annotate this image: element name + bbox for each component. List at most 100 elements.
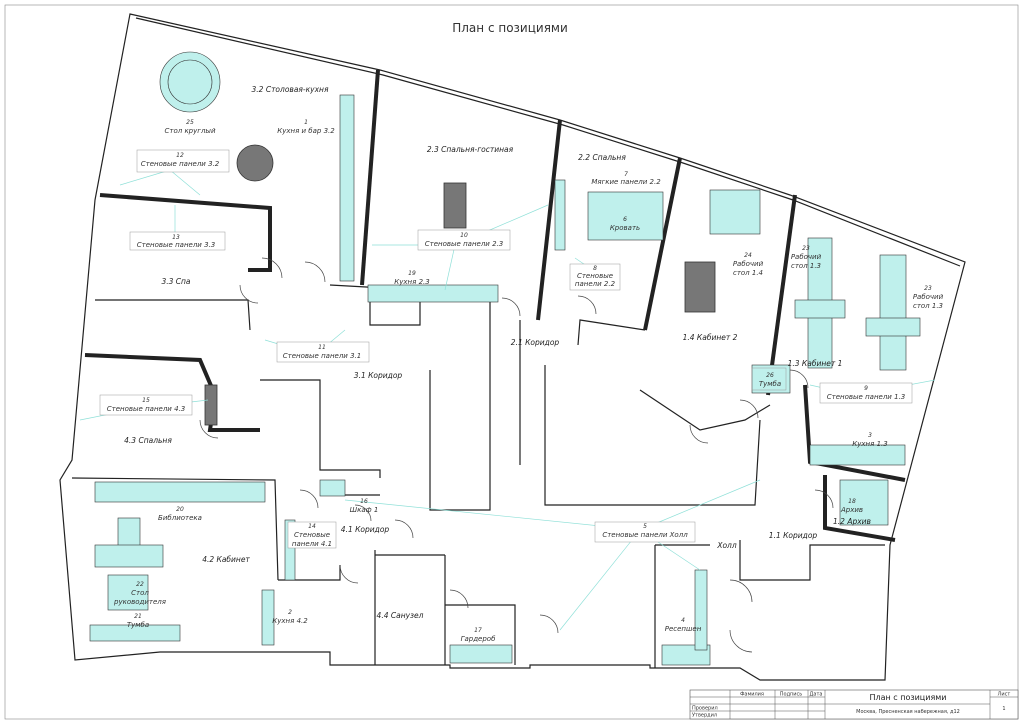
pos-label-25: Стол круглый xyxy=(165,127,216,135)
facade-inner-line xyxy=(135,17,961,267)
leader-12 xyxy=(119,169,201,196)
panels-22 xyxy=(554,179,566,251)
pos-label-23b2: стол 1.3 xyxy=(913,302,943,310)
column-14 xyxy=(684,261,716,313)
tb-row-approved: Утвердил xyxy=(692,713,717,719)
sheet-frame xyxy=(4,4,1019,720)
pos-label-14a: Стеновые xyxy=(294,531,330,539)
closet-16 xyxy=(319,479,346,497)
callout-box-13 xyxy=(129,231,226,251)
wall-32-23 xyxy=(360,69,380,286)
panels-41 xyxy=(284,519,296,581)
pos-label-14b: панели 4.1 xyxy=(292,540,332,548)
callout-box-12 xyxy=(136,149,230,173)
tb-sheet-number: 1 xyxy=(1002,706,1005,712)
bed xyxy=(587,191,664,241)
pos-label-16: Шкаф 1 xyxy=(350,506,379,514)
room-name-23: 2.3 Спальня-гостиная xyxy=(427,145,514,154)
title-block: Фамилия Подпись Дата Проверил Утвердил П… xyxy=(689,689,1019,720)
reception-side xyxy=(694,569,708,651)
pos-num-25: 25 xyxy=(186,119,194,126)
wall-21-right xyxy=(544,365,761,506)
pos-num-23b: 23 xyxy=(924,285,932,292)
room-name-13: 1.3 Кабинет 1 xyxy=(788,359,843,368)
room-name-42: 4.2 Кабинет xyxy=(202,555,250,564)
room-name-43: 4.3 Спальня xyxy=(124,436,172,445)
pos-label-13: Стеновые панели 3.3 xyxy=(137,241,215,249)
wall-32-33 xyxy=(99,193,272,272)
drawing-title: План с позициями xyxy=(452,21,568,35)
title-block-frame xyxy=(689,689,1019,720)
desk-13b xyxy=(879,254,907,371)
wall-22-14 xyxy=(643,157,682,331)
door-4-2 xyxy=(299,489,319,509)
desk-13a-cross xyxy=(794,299,846,319)
pos-label-22a: Стол xyxy=(131,589,149,597)
pos-label-9: Стеновые панели 1.3 xyxy=(827,393,905,401)
pos-label-3: Кухня 1.3 xyxy=(852,440,887,448)
pos-label-7: Мягкие панели 2.2 xyxy=(591,178,661,186)
wall-31-center xyxy=(420,299,491,511)
wall-44 xyxy=(374,550,446,665)
wall-22-bottom xyxy=(577,319,646,346)
door-1-4b xyxy=(689,424,709,444)
door-entrance xyxy=(729,579,753,603)
cabinet-21 xyxy=(89,624,181,642)
tb-row-checked: Проверил xyxy=(692,706,718,712)
wall-23-22 xyxy=(536,119,562,321)
room-name-hall: Холл xyxy=(716,541,737,550)
door-1-3 xyxy=(789,369,809,389)
pos-num-2: 2 xyxy=(288,609,292,616)
pos-num-6: 6 xyxy=(623,216,627,223)
exec-desk xyxy=(94,544,164,568)
room-name-12: 1.2 Архив xyxy=(833,517,871,526)
door-4-1b xyxy=(339,564,359,584)
wall-42-41 xyxy=(278,565,341,581)
pos-label-26: Тумба xyxy=(759,380,781,388)
wall-14-bottom xyxy=(639,389,771,431)
pos-label-24b: стол 1.4 xyxy=(733,269,763,277)
door-1-4 xyxy=(739,399,759,419)
door-2-2 xyxy=(577,295,597,315)
pos-num-11: 11 xyxy=(318,344,326,351)
tb-col-date: Дата xyxy=(810,692,823,698)
pos-num-4: 4 xyxy=(681,617,685,624)
pos-num-15: 15 xyxy=(142,397,150,404)
building-outline xyxy=(59,13,966,681)
pos-num-24: 24 xyxy=(744,252,752,259)
tb-sheet-label: Лист xyxy=(998,692,1011,698)
archive-18 xyxy=(839,479,889,526)
library xyxy=(94,481,266,503)
room-name-11: 1.1 Коридор xyxy=(769,531,818,540)
callout-box-8 xyxy=(569,263,621,291)
pos-label-19: Кухня 2.3 xyxy=(394,278,429,286)
callout-box-11 xyxy=(276,341,370,363)
pos-num-16: 16 xyxy=(360,498,368,505)
wall-wardrobe xyxy=(445,604,516,665)
callout-box-9 xyxy=(819,382,913,404)
door-4-1 xyxy=(354,504,372,522)
kitchen-23 xyxy=(367,284,499,303)
room-name-14: 1.4 Кабинет 2 xyxy=(683,333,738,342)
wall-43-top xyxy=(84,353,260,432)
pos-label-10: Стеновые панели 2.3 xyxy=(425,240,503,248)
door-3-2b xyxy=(304,261,326,283)
tb-col-signature: Подпись xyxy=(780,692,803,698)
wall-11-corridor xyxy=(739,540,885,581)
wall-hall xyxy=(654,544,710,668)
pos-label-23b1: Рабочий xyxy=(913,293,944,301)
callout-box-10 xyxy=(417,229,511,251)
pos-num-19: 19 xyxy=(408,270,416,277)
pos-num-3: 3 xyxy=(868,432,872,439)
pos-num-7: 7 xyxy=(624,171,628,178)
pos-label-11: Стеновые панели 3.1 xyxy=(283,352,361,360)
callout-box-14 xyxy=(287,521,337,549)
column-23 xyxy=(443,182,467,229)
callout-box-26 xyxy=(751,367,787,391)
pos-label-23a1: Рабочий xyxy=(791,253,822,261)
wall-33-bottom xyxy=(95,299,251,331)
tb-sheet-title: План с позициями xyxy=(869,693,946,702)
room-name-32: 3.2 Столовая-кухня xyxy=(252,85,329,94)
